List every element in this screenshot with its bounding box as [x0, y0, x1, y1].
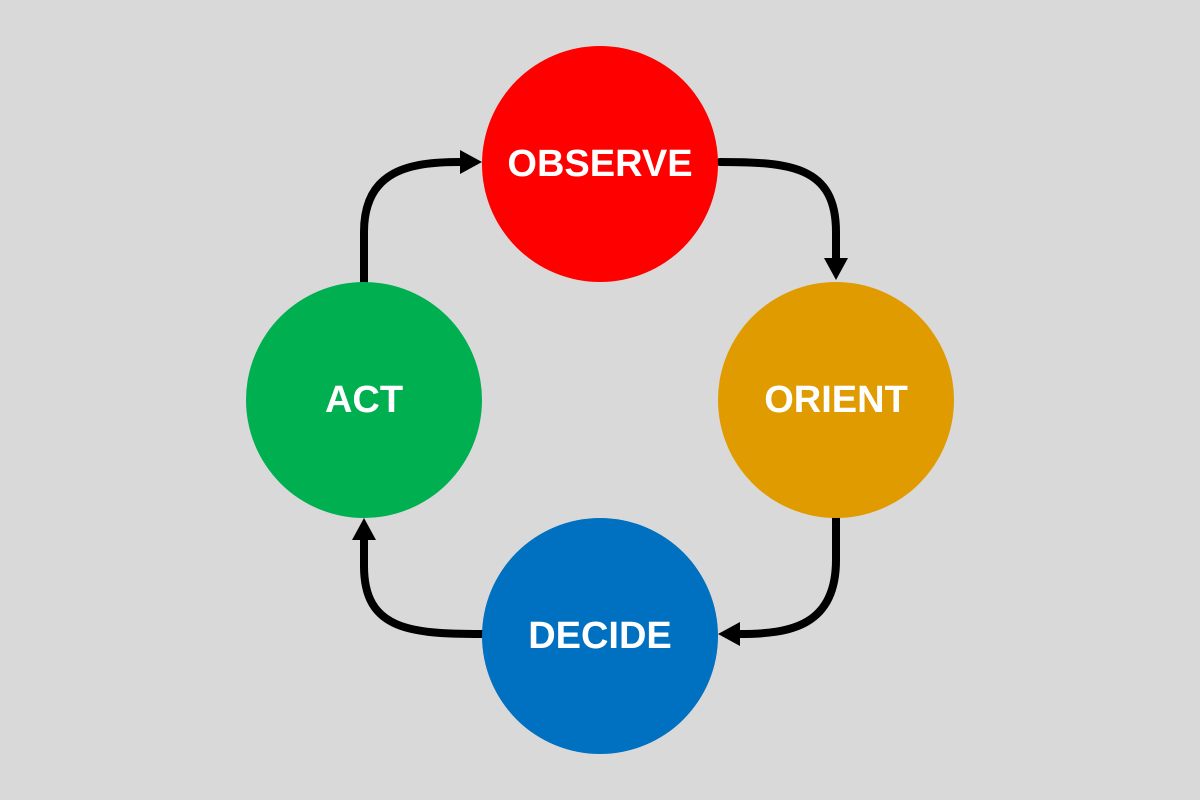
arrow-decide-to-act	[360, 536, 486, 638]
node-observe: OBSERVE	[482, 46, 718, 282]
decide-label: DECIDE	[528, 615, 672, 657]
act-label: ACT	[325, 379, 403, 421]
observe-label: OBSERVE	[507, 143, 692, 185]
node-act: ACT	[246, 282, 482, 518]
node-orient: ORIENT	[718, 282, 954, 518]
observe-circle	[482, 46, 718, 282]
connectors	[352, 150, 848, 646]
decide-circle	[482, 518, 718, 754]
arrow-act-to-observe	[360, 158, 464, 286]
arrowhead-act-to-observe	[460, 150, 482, 174]
arrowhead-orient-to-decide	[718, 622, 740, 646]
arrowhead-decide-to-act	[352, 518, 376, 540]
act-circle	[246, 282, 482, 518]
arrow-orient-to-decide	[736, 514, 840, 638]
orient-circle	[718, 282, 954, 518]
node-decide: DECIDE	[482, 518, 718, 754]
arrowhead-observe-to-orient	[824, 258, 848, 280]
orient-label: ORIENT	[764, 379, 908, 421]
arrow-observe-to-orient	[716, 158, 840, 262]
